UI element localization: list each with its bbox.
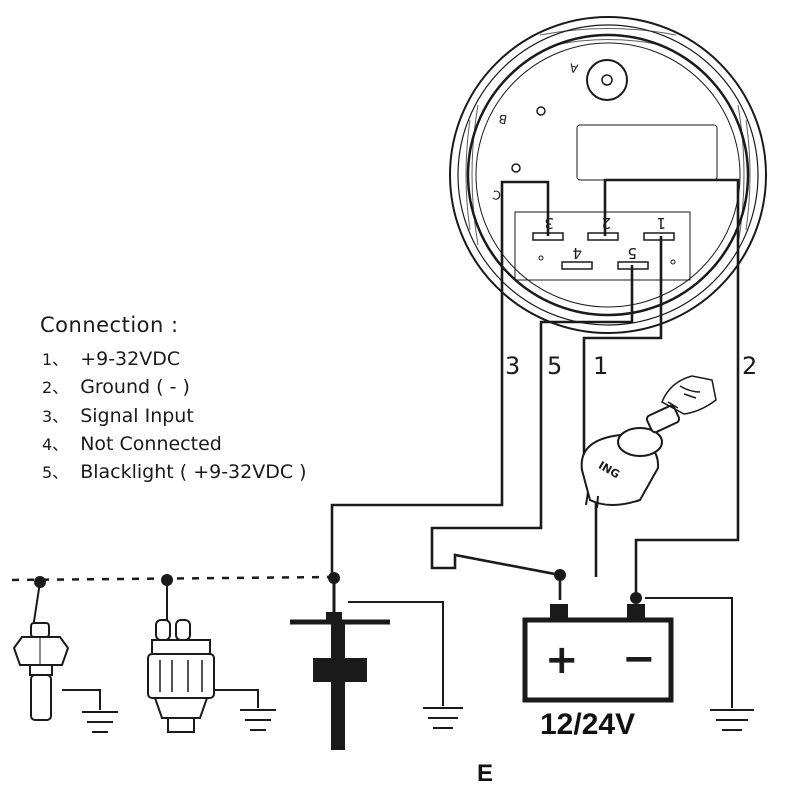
connection-title: Connection : — [40, 313, 179, 337]
junction-dot — [554, 569, 566, 581]
pin-4-label: 4 — [572, 244, 582, 262]
temperature-sender-icon — [12, 581, 70, 721]
pin-1-label: 1 — [656, 214, 666, 232]
wires — [330, 178, 740, 600]
connection-item-number: 2、 — [42, 378, 69, 397]
ground-symbol — [214, 689, 276, 731]
gauge-label-c: C — [491, 187, 502, 202]
ground-symbol — [62, 689, 118, 733]
pressure-sender-icon — [147, 580, 215, 733]
connection-item-text: Ground ( - ) — [80, 376, 190, 398]
pin-5-label: 5 — [627, 244, 637, 262]
gauge-label-a: A — [568, 60, 579, 75]
connection-item-text: Blacklight ( +9-32VDC ) — [80, 461, 307, 483]
connection-item: 1、 +9-32VDC — [42, 346, 180, 370]
wire-1 — [582, 236, 663, 462]
gauge — [449, 16, 767, 334]
ignition-switch-icon — [580, 404, 681, 509]
battery-negative-label: − — [622, 636, 656, 682]
battery-positive-label: + — [545, 637, 579, 683]
battery-voltage: 12/24V — [540, 708, 636, 741]
wire-5 — [430, 265, 634, 600]
connection-item-number: 4、 — [42, 435, 69, 454]
junction-dot — [630, 592, 642, 604]
connection-item: 4、 Not Connected — [42, 431, 222, 455]
connection-item: 3、 Signal Input — [42, 403, 194, 427]
wire-label-5: 5 — [547, 352, 563, 380]
connection-item: 5、 Blacklight ( +9-32VDC ) — [42, 459, 307, 483]
connection-item: 2、 Ground ( - ) — [42, 374, 190, 398]
wire-2 — [603, 178, 740, 598]
gauge-labels: A B C 3 2 1 4 5 — [491, 60, 666, 262]
figure-letter: E — [477, 760, 494, 787]
connection-item-number: 5、 — [42, 463, 69, 482]
wire-label-3: 3 — [505, 352, 521, 380]
connection-item-number: 3、 — [42, 407, 69, 426]
hand-icon — [661, 375, 717, 415]
level-sender-icon — [290, 578, 390, 750]
connection-item-text: Signal Input — [80, 405, 194, 427]
wire-label-1: 1 — [593, 352, 609, 380]
connection-item-text: +9-32VDC — [80, 348, 181, 370]
ground-symbol — [645, 597, 754, 731]
ground-symbol — [348, 601, 463, 729]
connection-item-text: Not Connected — [80, 433, 222, 455]
wire-3 — [330, 180, 550, 578]
wire-label-2: 2 — [742, 352, 758, 380]
gauge-label-b: B — [498, 111, 509, 126]
connection-item-number: 1、 — [42, 350, 69, 369]
battery-icon — [522, 604, 674, 703]
